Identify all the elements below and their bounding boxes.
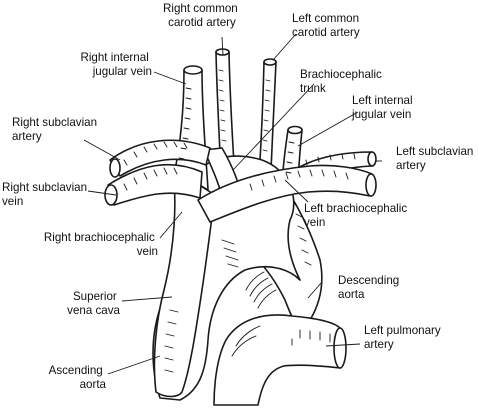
label-right-brachiocephalic-vein: Right brachiocephalic vein — [44, 231, 158, 258]
label-right-subclavian-vein: Right subclavian vein — [2, 181, 90, 208]
label-left-pulmonary-artery: Left pulmonary artery — [364, 324, 444, 351]
label-left-subclavian-artery: Left subclavian artery — [396, 145, 477, 172]
label-brachiocephalic-trunk: Brachiocephalic trunk — [300, 68, 385, 95]
label-left-internal-jugular-vein: Left internal jugular vein — [351, 94, 416, 121]
label-superior-vena-cava: Superior vena cava — [67, 290, 120, 317]
label-right-subclavian-artery: Right subclavian artery — [12, 116, 100, 143]
label-right-common-carotid-artery: Right common carotid artery — [163, 2, 241, 29]
label-left-brachiocephalic-vein: Left brachiocephalic vein — [304, 202, 410, 229]
label-left-common-carotid-artery: Left common carotid artery — [292, 12, 362, 39]
shading-hatching — [123, 69, 356, 373]
left-pulmonary-artery — [213, 314, 341, 406]
vessel-drawing — [104, 48, 377, 406]
superior-vena-cava — [153, 167, 216, 398]
leader-lines — [83, 33, 382, 375]
label-ascending-aorta: Ascending aorta — [49, 364, 107, 391]
anatomy-labels: Right common carotid artery Left common … — [2, 2, 477, 391]
right-subclavian-vein — [107, 163, 203, 206]
label-descending-aorta: Descending aorta — [338, 274, 402, 301]
label-right-internal-jugular-vein: Right internal jugular vein — [80, 51, 152, 78]
